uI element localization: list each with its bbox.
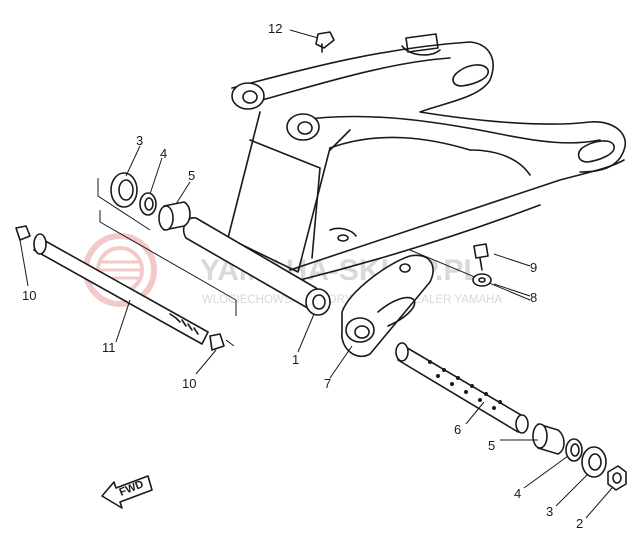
callout-7: 7 [324, 376, 331, 391]
callouts: 12 3 4 5 10 11 10 1 7 9 8 6 5 4 3 2 [22, 21, 583, 531]
fwd-arrow: FWD [101, 475, 153, 509]
callout-8: 8 [530, 290, 537, 305]
callout-4-left: 4 [160, 146, 167, 161]
collar-holes [428, 360, 502, 410]
callout-3-right: 3 [546, 504, 553, 519]
leader-lines [19, 29, 613, 519]
swingarm [227, 33, 627, 281]
callout-12: 12 [268, 21, 282, 36]
callout-10-left: 10 [22, 288, 36, 303]
callout-3-left: 3 [136, 133, 143, 148]
washer-8 [472, 273, 492, 287]
callout-10-right: 10 [182, 376, 196, 391]
bracket-12 [315, 31, 335, 53]
callout-5-left: 5 [188, 168, 195, 183]
callout-6: 6 [454, 422, 461, 437]
callout-11: 11 [102, 340, 116, 355]
callout-1: 1 [292, 352, 299, 367]
right-bearing-group [532, 423, 627, 491]
collar-6 [395, 342, 529, 434]
callout-4-right: 4 [514, 486, 521, 501]
pivot-shaft-11 [15, 210, 237, 351]
callout-5-right: 5 [488, 438, 495, 453]
left-bearing-group [97, 172, 191, 231]
bolt-9 [473, 243, 489, 271]
callout-9: 9 [530, 260, 537, 275]
callout-2: 2 [576, 516, 583, 531]
